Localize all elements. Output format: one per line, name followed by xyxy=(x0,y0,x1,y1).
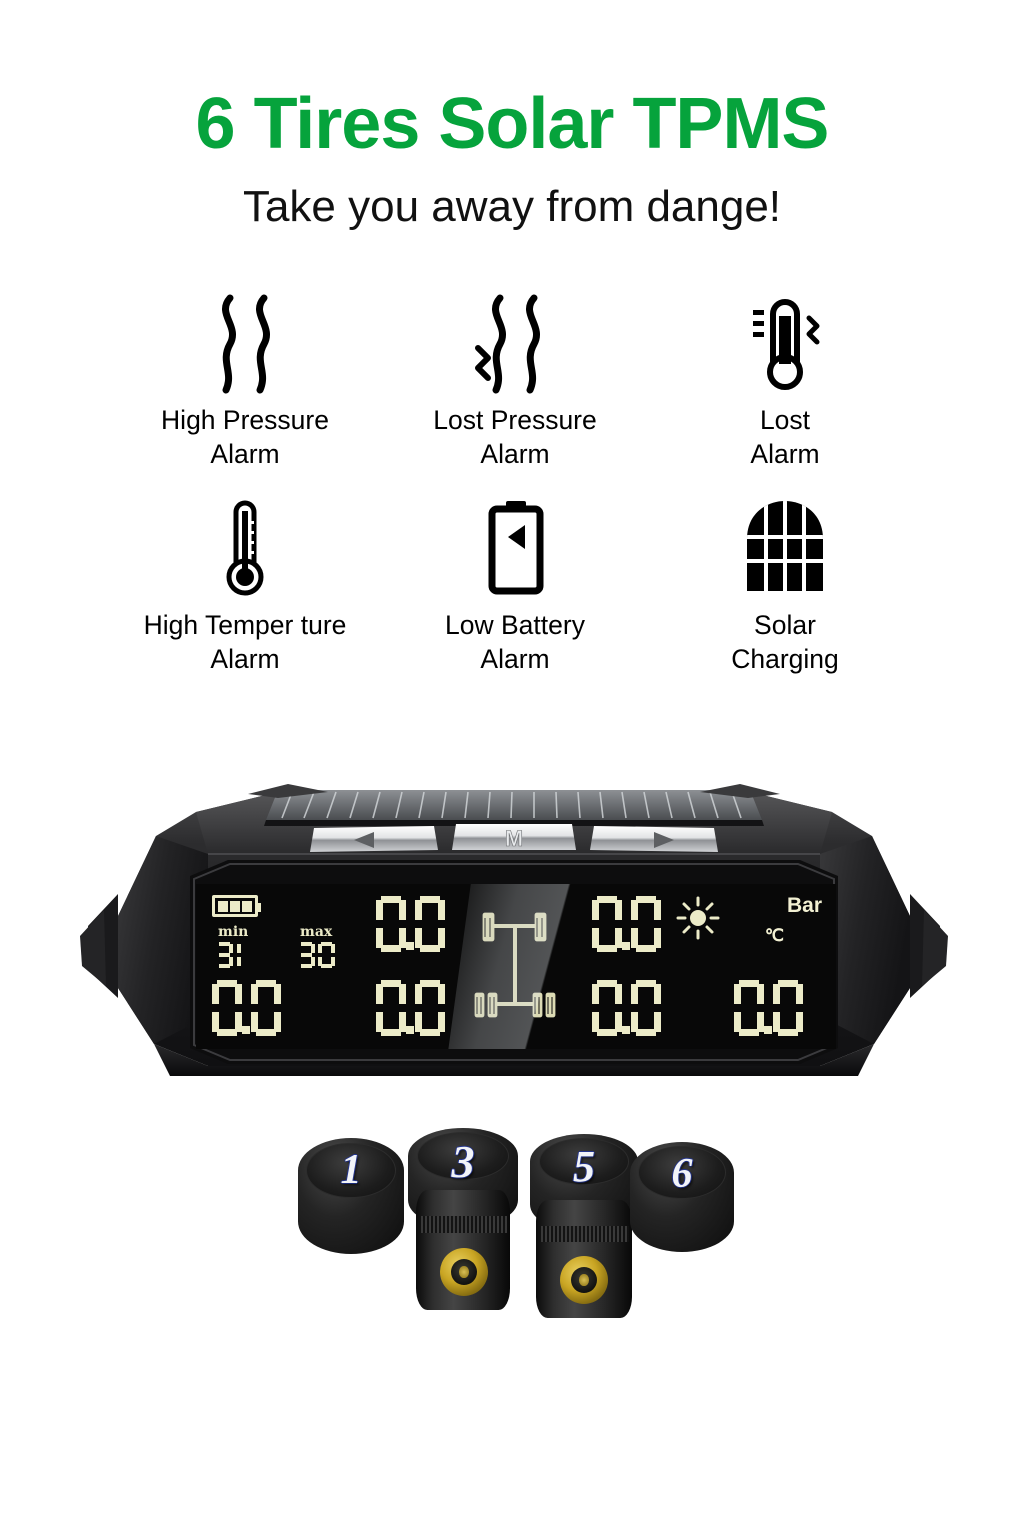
feature-label: Solar Charging xyxy=(731,610,839,674)
sensor-barrel xyxy=(416,1190,510,1310)
feature-label: High Temper ture Alarm xyxy=(143,610,347,674)
sensor-cap: 1 xyxy=(298,1138,404,1254)
reading-rear-outer-left: 0.0 xyxy=(212,980,281,1036)
sensor-knurl xyxy=(538,1225,630,1243)
svg-text:M: M xyxy=(505,826,523,851)
sensor-cap-top xyxy=(638,1146,726,1200)
valve-pin xyxy=(459,1266,469,1278)
left-arrow-button xyxy=(310,826,438,852)
pressure-waves-icon xyxy=(190,290,300,398)
min-value xyxy=(216,942,242,968)
button-row: M xyxy=(310,824,718,852)
feature-label: Lost Alarm xyxy=(750,405,820,469)
sensor-number: 5 xyxy=(573,1141,595,1191)
feature-solar-charging: Solar Charging xyxy=(650,495,920,700)
feature-label: High Pressure Alarm xyxy=(161,405,329,469)
sensor-number: 6 xyxy=(671,1150,693,1197)
sensor-number: 1 xyxy=(340,1147,362,1194)
reading-rear-outer-right: 0.0 xyxy=(734,980,803,1036)
valve-brass-ring xyxy=(560,1256,608,1304)
sensor-group: 1 3 5 xyxy=(280,1120,760,1340)
feature-label: Lost Pressure Alarm xyxy=(433,405,597,469)
thermometer-icon xyxy=(190,495,300,603)
reading-rear-inner-right: 0.0 xyxy=(592,980,661,1036)
feature-grid: High Pressure Alarm Lost Pressure Alarm xyxy=(110,290,920,700)
reading-rear-inner-left: 0.0 xyxy=(376,980,445,1036)
page-title: 6 Tires Solar TPMS xyxy=(195,84,830,164)
sensor-cap: 6 xyxy=(630,1142,734,1252)
sun-icon xyxy=(676,896,720,940)
solar-panel-strip xyxy=(264,790,764,826)
max-label: max xyxy=(300,924,333,940)
feature-lost-pressure-alarm: Lost Pressure Alarm xyxy=(380,290,650,495)
sensor-5: 5 xyxy=(530,1134,638,1324)
feature-lost-alarm: Lost Alarm xyxy=(650,290,920,495)
sensor-1: 1 xyxy=(298,1138,404,1258)
mode-button: M xyxy=(452,824,576,851)
feature-high-temperature-alarm: High Temper ture Alarm xyxy=(110,495,380,700)
feature-high-pressure-alarm: High Pressure Alarm xyxy=(110,290,380,495)
sensor-cap-top xyxy=(306,1142,396,1199)
tpms-monitor-device: M min max xyxy=(78,776,950,1086)
feature-label: Low Battery Alarm xyxy=(445,610,585,674)
sensor-6: 6 xyxy=(630,1142,734,1260)
reading-front-left: 0.0 xyxy=(376,896,445,952)
sensor-knurl xyxy=(418,1216,508,1234)
battery-low-icon xyxy=(460,495,570,603)
six-wheel-axle-icon xyxy=(473,911,557,1019)
sensor-cap: 3 xyxy=(408,1128,518,1228)
sensor-3: 3 xyxy=(408,1128,518,1318)
valve-pin xyxy=(579,1274,589,1286)
min-label: min xyxy=(218,924,249,940)
page-subtitle: Take you away from dange! xyxy=(242,182,782,231)
unit-pressure-label: Bar xyxy=(786,894,822,917)
solar-panel-icon xyxy=(730,495,840,603)
sensor-barrel xyxy=(536,1200,632,1318)
sensor-cap-top xyxy=(538,1137,630,1185)
valve-brass-ring xyxy=(440,1248,488,1296)
thermometer-signal-icon xyxy=(730,290,840,398)
lost-pressure-waves-icon xyxy=(460,290,570,398)
reading-front-right: 0.0 xyxy=(592,896,661,952)
right-arrow-button xyxy=(590,826,718,852)
battery-full-icon xyxy=(212,895,261,917)
max-value xyxy=(298,942,335,968)
lcd-display: min max 31 30 0.0 xyxy=(196,884,836,1049)
unit-temperature-label: ℃ xyxy=(764,926,784,945)
feature-low-battery-alarm: Low Battery Alarm xyxy=(380,495,650,700)
sensor-cap-top xyxy=(416,1132,510,1180)
sensor-number: 3 xyxy=(451,1136,475,1187)
